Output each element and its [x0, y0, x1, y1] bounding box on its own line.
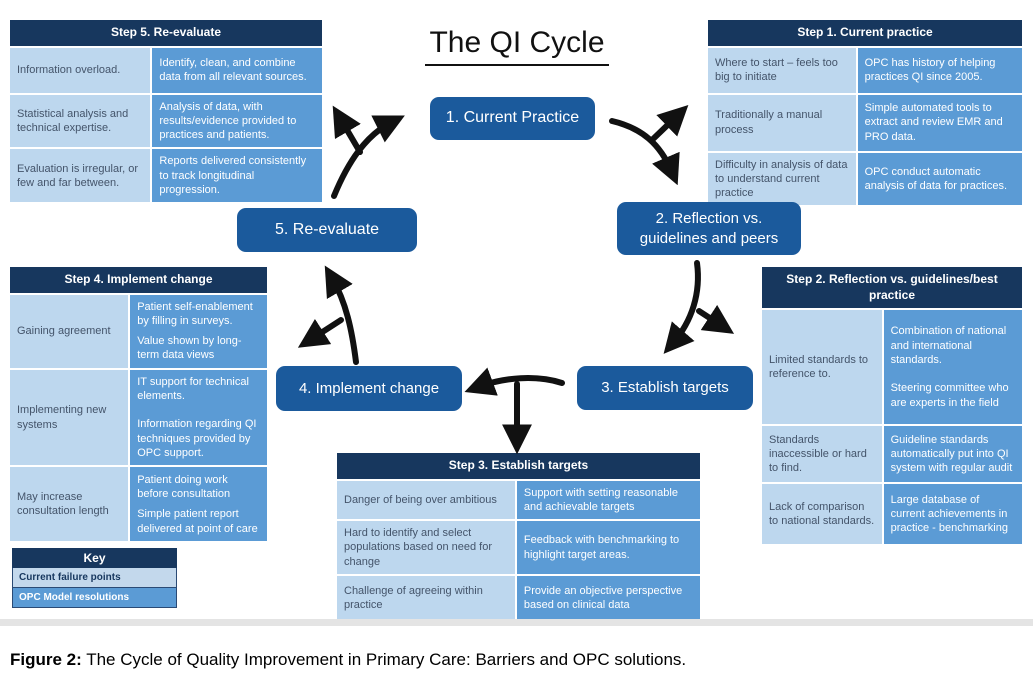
figure-caption-text: The Cycle of Quality Improvement in Prim…: [81, 650, 687, 669]
barrier-cell: Where to start – feels too big to initia…: [708, 47, 856, 93]
table-row: Gaining agreement Patient self-enablemen…: [10, 294, 267, 368]
legend: Key Current failure points OPC Model res…: [12, 548, 177, 608]
legend-item-opc-resolutions: OPC Model resolutions: [12, 588, 177, 608]
resolution-cell: Feedback with benchmarking to highlight …: [516, 521, 700, 575]
figure-caption-label: Figure 2:: [10, 650, 82, 669]
table-row: Lack of comparison to national standards…: [762, 484, 1022, 545]
table-row: May increase consultation length Patient…: [10, 467, 267, 542]
resolution-cell: OPC conduct automatic analysis of data f…: [857, 152, 1022, 206]
step3-table: Step 3. Establish targets Danger of bein…: [337, 453, 700, 621]
barrier-cell: Information overload.: [10, 47, 151, 93]
table-row: Danger of being over ambitious Support w…: [337, 480, 700, 520]
step2-table: Step 2. Reflection vs. guidelines/best p…: [762, 267, 1022, 545]
table-row: Hard to identify and select populations …: [337, 521, 700, 575]
cycle-node-implement-change: 4. Implement change: [276, 366, 462, 411]
barrier-cell: Gaining agreement: [10, 294, 129, 368]
legend-item-failure-points: Current failure points: [12, 568, 177, 588]
diagram-title-text: The QI Cycle: [425, 26, 609, 66]
cycle-node-establish-targets: 3. Establish targets: [577, 366, 753, 410]
table-row: Implementing new systems IT support for …: [10, 369, 267, 466]
step4-table: Step 4. Implement change Gaining agreeme…: [10, 267, 267, 542]
barrier-cell: Hard to identify and select populations …: [337, 521, 515, 575]
arrow-step3-to-step4: [464, 367, 565, 455]
resolution-cell: Analysis of data, with results/evidence …: [152, 94, 322, 148]
resolution-cell: Reports delivered consistently to track …: [152, 149, 322, 203]
table-row: Statistical analysis and technical exper…: [10, 94, 322, 148]
step5-table-header: Step 5. Re-evaluate: [10, 20, 322, 46]
figure-caption: Figure 2: The Cycle of Quality Improveme…: [10, 650, 686, 670]
arrow-step2-to-step3: [663, 260, 735, 354]
resolution-cell: Support with setting reasonable and achi…: [516, 480, 700, 520]
barrier-cell: May increase consultation length: [10, 467, 129, 542]
arrow-step1-to-step2: [609, 105, 689, 186]
step4-table-header: Step 4. Implement change: [10, 267, 267, 293]
table-row: Challenge of agreeing within practice Pr…: [337, 576, 700, 621]
cycle-node-current-practice: 1. Current Practice: [430, 97, 595, 140]
resolution-cell: Patient self-enablement by filling in su…: [130, 294, 267, 368]
resolution-cell: Provide an objective perspective based o…: [516, 576, 700, 621]
arrow-step5-to-step1: [331, 105, 405, 199]
resolution-cell: Patient doing work before consultation S…: [130, 467, 267, 542]
barrier-cell: Difficulty in analysis of data to unders…: [708, 152, 856, 206]
section-divider: [0, 619, 1033, 626]
cycle-node-re-evaluate: 5. Re-evaluate: [237, 208, 417, 252]
step1-table: Step 1. Current practice Where to start …: [708, 20, 1022, 206]
resolution-cell: Combination of national and internationa…: [883, 310, 1022, 425]
step1-table-header: Step 1. Current practice: [708, 20, 1022, 46]
table-row: Traditionally a manual process Simple au…: [708, 94, 1022, 151]
table-row: Information overload. Identify, clean, a…: [10, 47, 322, 93]
barrier-cell: Danger of being over ambitious: [337, 480, 515, 520]
resolution-cell: IT support for technical elements. Infor…: [130, 369, 267, 466]
step3-table-header: Step 3. Establish targets: [337, 453, 700, 479]
resolution-cell: Large database of current achievements i…: [883, 484, 1022, 545]
diagram-title: The QI Cycle: [357, 26, 677, 66]
barrier-cell: Traditionally a manual process: [708, 94, 856, 151]
barrier-cell: Lack of comparison to national standards…: [762, 484, 882, 545]
arrow-step4-to-step5: [297, 265, 359, 365]
barrier-cell: Standards inaccessible or hard to find.: [762, 426, 882, 483]
step5-table: Step 5. Re-evaluate Information overload…: [10, 20, 322, 203]
table-row: Standards inaccessible or hard to find. …: [762, 426, 1022, 483]
resolution-cell: Simple automated tools to extract and re…: [857, 94, 1022, 151]
barrier-cell: Challenge of agreeing within practice: [337, 576, 515, 621]
table-row: Difficulty in analysis of data to unders…: [708, 152, 1022, 206]
barrier-cell: Evaluation is irregular, or few and far …: [10, 149, 151, 203]
barrier-cell: Statistical analysis and technical exper…: [10, 94, 151, 148]
table-row: Where to start – feels too big to initia…: [708, 47, 1022, 93]
table-row: Limited standards to reference to. Combi…: [762, 310, 1022, 425]
cycle-node-reflection: 2. Reflection vs. guidelines and peers: [617, 202, 801, 255]
table-row: Evaluation is irregular, or few and far …: [10, 149, 322, 203]
step2-table-header: Step 2. Reflection vs. guidelines/best p…: [762, 267, 1022, 309]
legend-title: Key: [12, 548, 177, 568]
barrier-cell: Implementing new systems: [10, 369, 129, 466]
resolution-cell: Guideline standards automatically put in…: [883, 426, 1022, 483]
barrier-cell: Limited standards to reference to.: [762, 310, 882, 425]
resolution-cell: OPC has history of helping practices QI …: [857, 47, 1022, 93]
resolution-cell: Identify, clean, and combine data from a…: [152, 47, 322, 93]
